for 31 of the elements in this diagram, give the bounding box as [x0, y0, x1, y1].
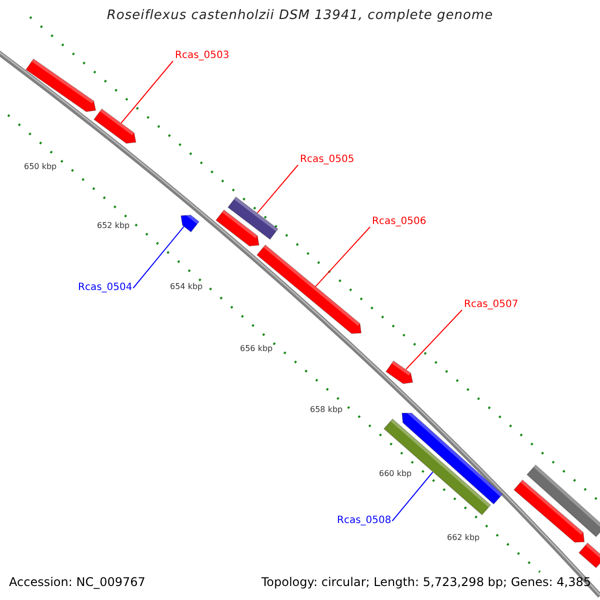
scale-label: 656 kbp: [240, 344, 273, 354]
gene-bar: [578, 543, 600, 568]
gene-bar: [228, 196, 278, 240]
scale-label: 650 kbp: [24, 162, 57, 172]
accession-text: Accession: NC_009767: [9, 575, 146, 589]
gene-label: Rcas_0503: [175, 50, 230, 62]
gene-label: Rcas_0504: [78, 282, 132, 294]
leader-line: [406, 310, 462, 370]
scale-label: 654 kbp: [170, 282, 203, 292]
leader-line: [314, 226, 370, 288]
gene-label: Rcas_0507: [464, 299, 518, 311]
scale-label: 660 kbp: [379, 469, 412, 479]
gene-bar: [526, 465, 600, 537]
gene-bar: [216, 210, 259, 246]
gene-bar: [94, 108, 136, 144]
title: Roseiflexus castenholzii DSM 13941, complete genome: [106, 8, 494, 24]
gene-bar: [26, 58, 96, 112]
genome-info-text: Topology: circular; Length: 5,723,298 bp; Genes: 4,385: [261, 575, 591, 589]
gene-bar: [386, 360, 413, 384]
gene-bar: [514, 480, 584, 542]
scale-label: 652 kbp: [97, 221, 130, 231]
scale-label: 662 kbp: [447, 533, 480, 543]
scale-label: 658 kbp: [310, 405, 343, 415]
leader-line: [392, 472, 434, 522]
leader-line: [120, 60, 174, 124]
gene-bar: [256, 244, 361, 334]
leader-line: [256, 164, 298, 214]
gene-label: Rcas_0508: [337, 515, 392, 527]
gene-label: Rcas_0505: [300, 154, 354, 166]
leader-line: [132, 226, 184, 288]
gene-label: Rcas_0506: [372, 216, 426, 228]
